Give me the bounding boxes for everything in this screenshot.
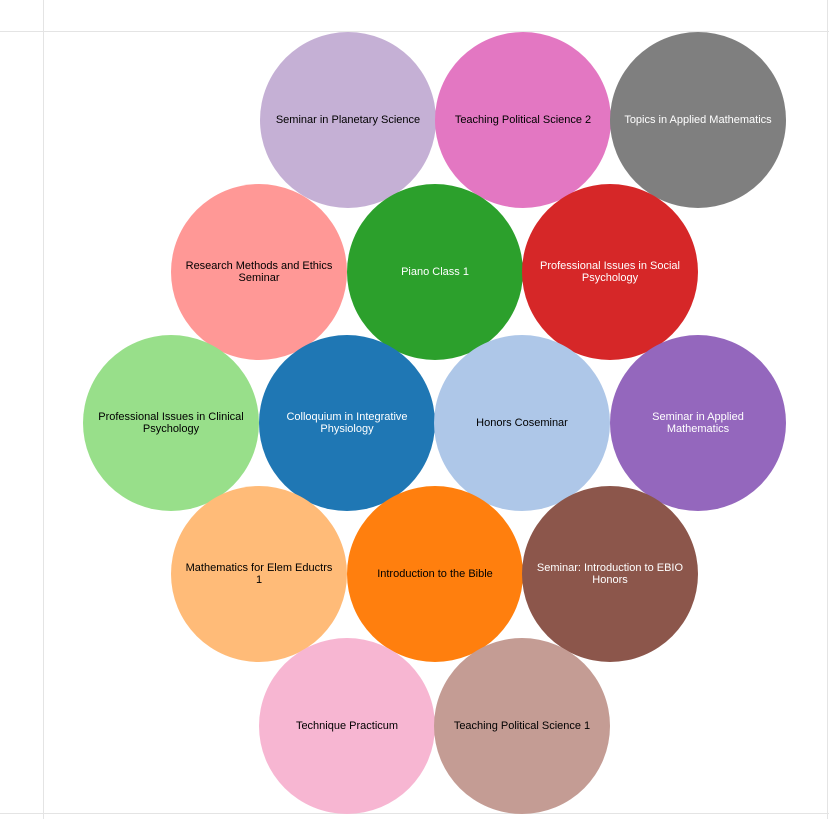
bubble-honors-coseminar[interactable]: Honors Coseminar	[434, 335, 610, 511]
bubble-professional-issues-in-social-psychology[interactable]: Professional Issues in Social Psychology	[522, 184, 698, 360]
bubble-label: Mathematics for Elem Eductrs 1	[185, 562, 333, 586]
bubble-label: Piano Class 1	[401, 266, 469, 278]
grid-line-bottom	[0, 813, 829, 814]
bubble-seminar-in-applied-mathematics[interactable]: Seminar in Applied Mathematics	[610, 335, 786, 511]
bubble-label: Introduction to the Bible	[377, 568, 493, 580]
bubble-label: Seminar in Applied Mathematics	[652, 411, 744, 435]
bubble-label: Seminar: Introduction to EBIO Honors	[536, 562, 684, 586]
bubble-chart: Seminar in Planetary Science Teaching Po…	[44, 32, 827, 814]
bubble-colloquium-in-integrative-physiology[interactable]: Colloquium in Integrative Physiology	[259, 335, 435, 511]
grid-line-left	[43, 0, 44, 819]
bubble-label: Teaching Political Science 2	[454, 114, 592, 126]
bubble-introduction-to-the-bible[interactable]: Introduction to the Bible	[347, 486, 523, 662]
bubble-mathematics-for-elem-eductrs-1[interactable]: Mathematics for Elem Eductrs 1	[171, 486, 347, 662]
header-cell-left	[0, 0, 43, 31]
grid-line-right	[827, 0, 828, 819]
bubble-label: Seminar in Planetary Science	[275, 114, 421, 126]
row-header-cell	[0, 32, 43, 813]
bubble-topics-in-applied-mathematics[interactable]: Topics in Applied Mathematics	[610, 32, 786, 208]
bubble-label: Technique Practicum	[295, 720, 399, 732]
bubble-label: Professional Issues in Clinical Psycholo…	[98, 411, 244, 435]
bubble-label: Research Methods and Ethics Seminar	[185, 260, 333, 284]
bubble-label: Honors Coseminar	[476, 417, 568, 429]
bubble-research-methods-and-ethics-seminar[interactable]: Research Methods and Ethics Seminar	[171, 184, 347, 360]
bubble-professional-issues-in-clinical-psychology[interactable]: Professional Issues in Clinical Psycholo…	[83, 335, 259, 511]
bubble-teaching-political-science-2[interactable]: Teaching Political Science 2	[435, 32, 611, 208]
bubble-label: Topics in Applied Mathematics	[624, 114, 772, 126]
bubble-seminar-in-planetary-science[interactable]: Seminar in Planetary Science	[260, 32, 436, 208]
bubble-seminar-introduction-to-ebio-honors[interactable]: Seminar: Introduction to EBIO Honors	[522, 486, 698, 662]
bubble-technique-practicum[interactable]: Technique Practicum	[259, 638, 435, 814]
header-cell-main	[44, 0, 827, 31]
bubble-piano-class-1[interactable]: Piano Class 1	[347, 184, 523, 360]
bubble-label: Teaching Political Science 1	[453, 720, 591, 732]
bubble-label: Colloquium in Integrative Physiology	[286, 411, 408, 435]
bubble-label: Professional Issues in Social Psychology	[539, 260, 680, 284]
grid-line-top	[0, 31, 829, 32]
bubble-teaching-political-science-1[interactable]: Teaching Political Science 1	[434, 638, 610, 814]
